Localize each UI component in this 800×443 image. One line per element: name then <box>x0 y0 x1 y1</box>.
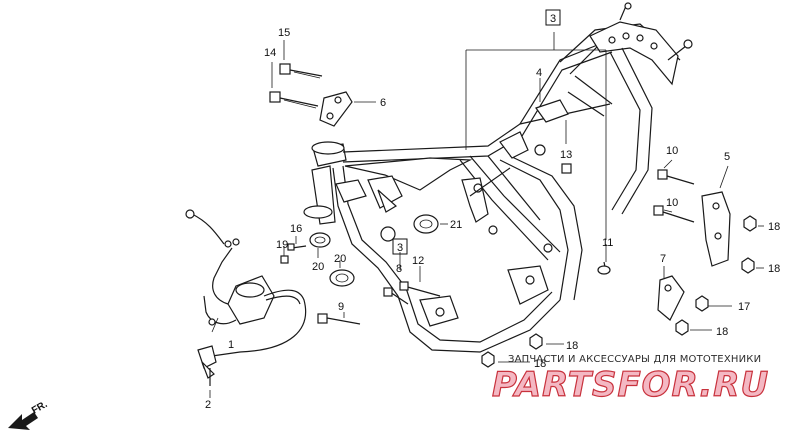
callout-18-c: 18 <box>716 326 728 338</box>
bolt-13 <box>561 163 572 174</box>
front-arrow-icon <box>8 412 38 430</box>
callout-17: 17 <box>738 301 750 313</box>
callout-11: 11 <box>602 237 613 249</box>
callout-7: 7 <box>660 253 666 265</box>
callout-5: 5 <box>724 151 730 163</box>
ignition-coil-assembly <box>185 209 307 357</box>
bolt-12 <box>399 281 441 297</box>
callout-16: 16 <box>290 223 302 235</box>
callout-12: 12 <box>412 255 424 267</box>
grommet-20-lower <box>329 269 355 287</box>
nut-18-c <box>675 319 689 336</box>
watermark-brand: PARTSFOR.RU <box>492 365 769 405</box>
grommet-20-upper <box>309 232 331 248</box>
bolt-8 <box>383 287 409 305</box>
nut-17 <box>695 295 709 312</box>
callout-15: 15 <box>278 27 290 39</box>
bolt-14 <box>269 91 319 109</box>
bolt-9 <box>317 313 361 325</box>
callout-8: 8 <box>396 263 402 275</box>
callout-20-upper: 20 <box>312 261 324 273</box>
callout-10-upper: 10 <box>666 145 678 157</box>
bolt-10-upper <box>657 169 695 185</box>
nut-18-a <box>743 215 757 232</box>
front-direction-marker: FR. <box>8 399 50 430</box>
callout-14: 14 <box>264 47 276 59</box>
callout-19: 19 <box>276 239 288 251</box>
bolt-16 <box>287 243 307 251</box>
callout-3-mid: 3 <box>397 242 403 254</box>
bracket-7 <box>657 275 685 321</box>
bolt-11 <box>597 261 611 275</box>
callout-3-top-box <box>545 9 561 26</box>
callout-4: 4 <box>536 67 542 79</box>
callout-21: 21 <box>450 219 462 231</box>
callout-6: 6 <box>380 97 386 109</box>
callout-18-a: 18 <box>768 221 780 233</box>
bolt-top-right <box>619 2 693 61</box>
callout-3-mid-box <box>392 238 408 255</box>
frame-body <box>303 21 681 353</box>
callout-18-b: 18 <box>768 263 780 275</box>
front-direction-label: FR. <box>30 399 50 417</box>
bolt-19 <box>280 255 289 264</box>
nut-18-b <box>741 257 755 274</box>
callout-2: 2 <box>205 399 211 411</box>
watermark: ЗАПЧАСТИ И АКСЕССУАРЫ ДЛЯ МОТОТЕХНИКИ PA… <box>491 354 769 406</box>
watermark-caption: ЗАПЧАСТИ И АКСЕССУАРЫ ДЛЯ МОТОТЕХНИКИ <box>508 354 761 365</box>
nut-18-d <box>529 333 543 350</box>
callout-18-d: 18 <box>566 340 578 352</box>
bolt-10-lower <box>653 205 695 223</box>
callout-labels: 1 2 3 3 4 5 6 7 8 9 10 10 11 12 13 14 15… <box>205 9 780 411</box>
bracket-6 <box>319 91 353 127</box>
callout-20-lower: 20 <box>334 253 346 265</box>
leader-lines <box>209 32 764 398</box>
callout-3-top: 3 <box>550 13 556 25</box>
callout-10-lower: 10 <box>666 197 678 209</box>
callout-9: 9 <box>338 301 344 313</box>
bolt-15 <box>279 63 323 79</box>
callout-18-e: 18 <box>534 358 546 370</box>
nut-18-e <box>481 351 495 368</box>
grommet-21 <box>413 214 439 234</box>
callout-13: 13 <box>560 149 572 161</box>
callout-1: 1 <box>228 339 234 351</box>
bracket-5 <box>701 191 731 267</box>
spark-plug-cap <box>197 345 217 386</box>
